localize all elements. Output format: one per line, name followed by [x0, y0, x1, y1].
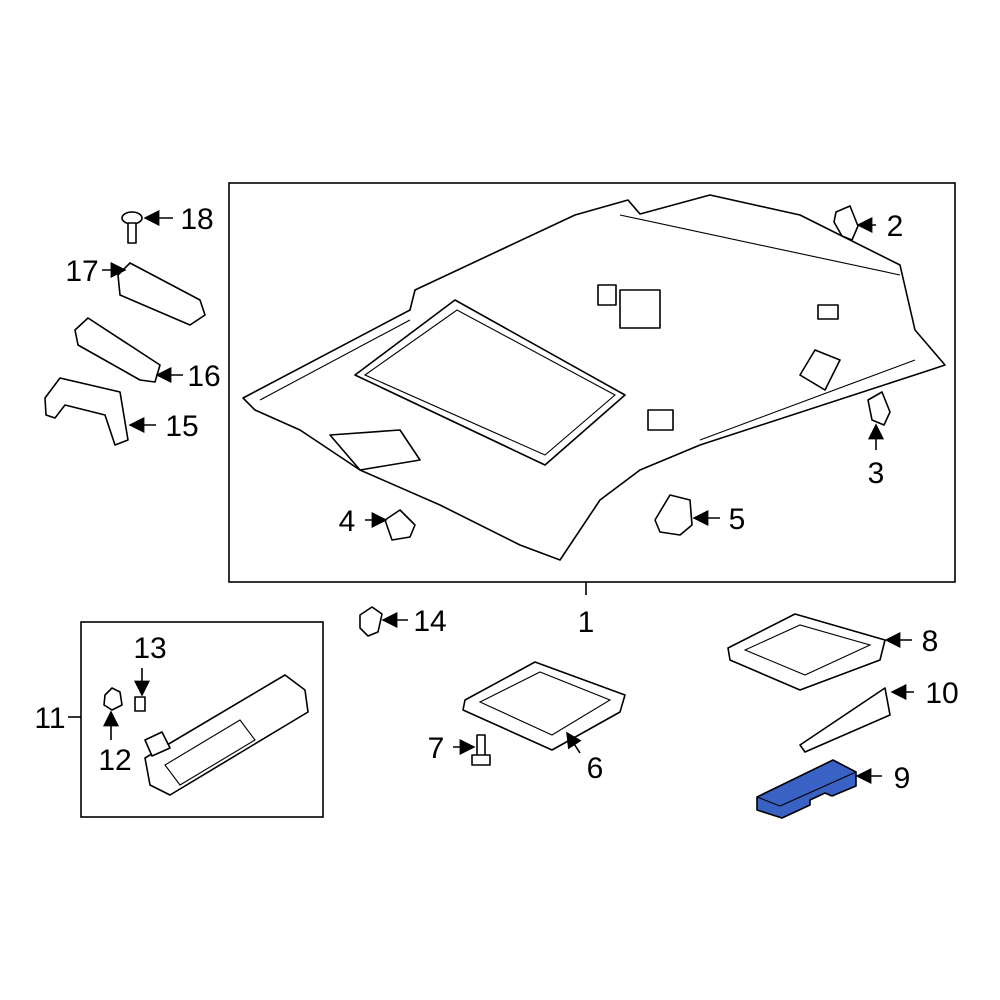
callout-5: 5 [729, 503, 746, 536]
callout-2: 2 [887, 210, 904, 243]
screw-part-18[interactable] [121, 211, 143, 244]
callout-15: 15 [165, 410, 198, 443]
callout-13: 13 [133, 632, 166, 665]
bracket-part-16[interactable] [74, 317, 161, 383]
callout-9: 9 [894, 762, 911, 795]
clip-part-4[interactable] [384, 509, 416, 541]
callout-1: 1 [578, 606, 595, 639]
clip-part-12[interactable] [103, 687, 123, 711]
bracket-part-17[interactable] [117, 262, 206, 326]
callout-16: 16 [187, 360, 220, 393]
callout-11: 11 [34, 702, 65, 735]
callout-arrows [102, 210, 914, 784]
sun-visor-part[interactable] [144, 674, 309, 796]
cover-part-10[interactable] [799, 687, 891, 753]
headliner-group-box [228, 182, 956, 583]
overhead-console-part-6[interactable] [462, 661, 626, 751]
bracket-part-5[interactable] [654, 494, 693, 536]
clip-part-2[interactable] [833, 205, 859, 241]
callout-17: 17 [65, 255, 98, 288]
callout-18: 18 [180, 203, 213, 236]
clip-part-14[interactable] [359, 606, 383, 637]
clip-part-13[interactable] [134, 696, 146, 712]
bolt-part-7[interactable] [471, 734, 491, 766]
callout-10: 10 [925, 677, 958, 710]
lens-part-9[interactable] [756, 759, 857, 819]
callout-8: 8 [922, 625, 939, 658]
callout-3: 3 [868, 457, 885, 490]
sun-visor-group-box [80, 621, 324, 818]
clip-part-3[interactable] [867, 391, 891, 426]
console-part-8[interactable] [727, 613, 886, 691]
callout-4: 4 [339, 505, 356, 538]
callout-14: 14 [413, 605, 446, 638]
headliner-part[interactable] [242, 194, 946, 561]
grab-handle-part-15[interactable] [44, 377, 129, 446]
callout-7: 7 [428, 732, 445, 765]
callout-12: 12 [98, 744, 131, 777]
callout-6: 6 [587, 752, 604, 785]
